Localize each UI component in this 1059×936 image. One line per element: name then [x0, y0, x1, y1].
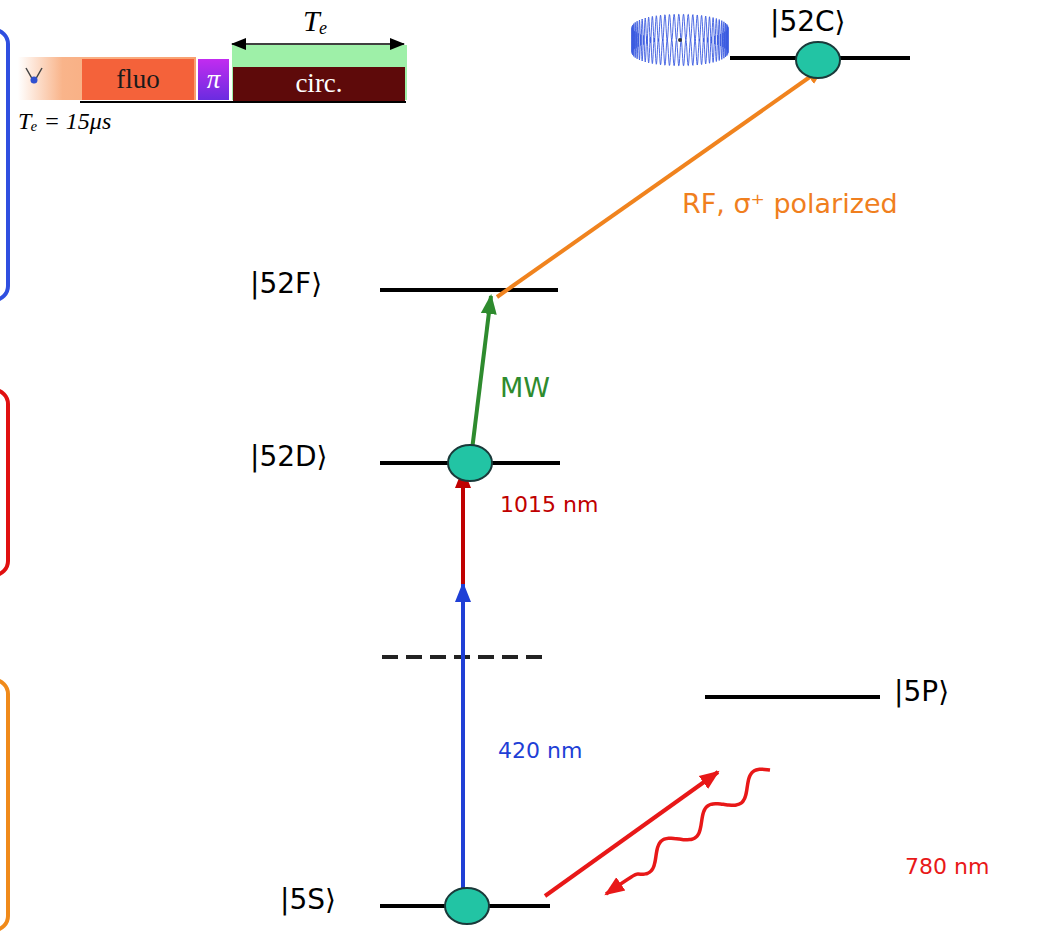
duration-arrow — [232, 43, 404, 45]
frame-orange — [0, 680, 8, 930]
level-label: |5P⟩ — [894, 676, 949, 708]
level-label: |52F⟩ — [250, 268, 322, 300]
tweezer-atom — [31, 77, 38, 84]
circ-band — [232, 45, 407, 100]
level-label: |5S⟩ — [280, 884, 336, 916]
pulse-label: circ. — [295, 68, 342, 99]
circular-orbit — [632, 14, 728, 65]
frame-blue — [0, 30, 8, 300]
pulse-label: fluo — [116, 64, 160, 95]
laser-420-arrow — [461, 584, 465, 898]
atom — [445, 888, 489, 924]
tweezer-band — [18, 57, 196, 100]
duration-value: Tₑ = 15μs — [18, 108, 111, 136]
pulse-label: π — [207, 64, 221, 95]
atom — [448, 445, 492, 481]
duration-symbol: Tₑ — [303, 4, 328, 39]
transition-label: RF, σ⁺ polarized — [682, 188, 898, 219]
pulse-box: circ. — [233, 67, 405, 101]
frame-red — [0, 390, 8, 575]
level-line — [380, 288, 558, 292]
rf-arrow — [497, 67, 824, 297]
mw-arrow — [471, 296, 491, 458]
nucleus-dot — [678, 38, 682, 42]
transition-label: MW — [500, 372, 550, 403]
wavelength-label: 1015 nm — [500, 492, 598, 517]
laser-1015-arrow — [461, 470, 465, 584]
pulse-box: π — [198, 59, 229, 100]
wavelength-label: 780 nm — [905, 854, 989, 879]
level-line — [705, 695, 880, 699]
pulse-box: fluo — [82, 59, 194, 100]
orbit-wave — [632, 14, 728, 65]
level-label: |52C⟩ — [770, 6, 846, 38]
time-axis — [80, 101, 406, 103]
wavelength-label: 420 nm — [498, 738, 582, 763]
virtual-level — [382, 655, 550, 659]
level-label: |52D⟩ — [250, 441, 328, 473]
atom — [796, 42, 840, 78]
fluorescence-photon — [606, 769, 770, 894]
